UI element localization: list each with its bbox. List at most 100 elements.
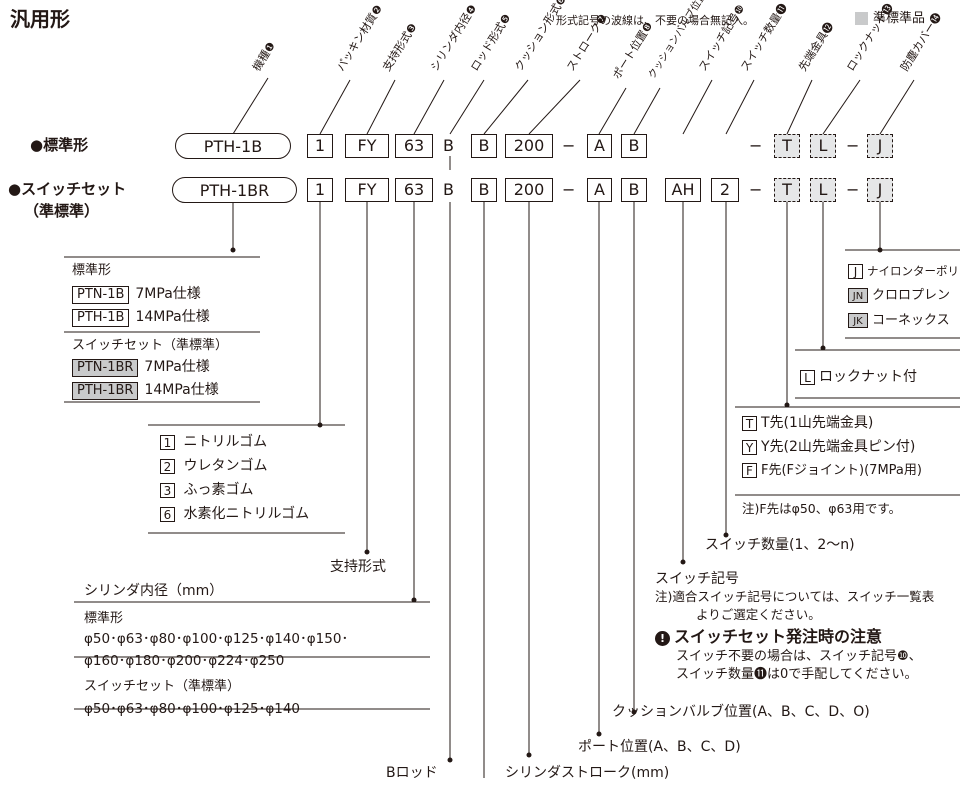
packing-label: ウレタンゴム: [183, 458, 268, 474]
valve-box: B: [621, 178, 647, 202]
header-note: 形式記号の波線は、不要の場合無記入。: [556, 14, 754, 27]
rod-code: B: [443, 180, 454, 199]
packing-item: 3 ふっ素ゴム: [160, 481, 253, 499]
packing-item: 6 水素化ニトリルゴム: [160, 505, 309, 523]
cushion-box: B: [471, 178, 497, 202]
qty-box: 2: [711, 178, 739, 202]
dash: −: [749, 136, 763, 155]
packing-item: 2 ウレタンゴム: [160, 457, 267, 475]
tip-box: T: [774, 134, 800, 158]
model-std-title: 標準形: [72, 263, 112, 278]
packing-label: ふっ素ゴム: [183, 482, 254, 498]
model-item: PTH-1B 14MPa仕様: [72, 308, 210, 327]
qty-label: スイッチ数量(1、2〜n): [705, 537, 855, 553]
legend-swatch: [855, 12, 868, 25]
stroke-box: 200: [505, 178, 553, 202]
tip-label: Y先(2山先端金具ピン付): [761, 439, 916, 455]
switch-note: 注)適合スイッチ記号については、スイッチ一覧表: [655, 589, 935, 604]
cover-label: ナイロンターポリン: [867, 264, 960, 278]
tip-note: 注)F先はφ50、φ63用です。: [742, 501, 902, 516]
cover-item: J ナイロンターポリン: [848, 262, 960, 280]
switch-box: AH: [665, 178, 701, 202]
packing-code: 3: [160, 482, 175, 498]
model-item: PTN-1B 7MPa仕様: [72, 285, 201, 304]
bore-std-line: φ50･φ63･φ80･φ100･φ125･φ140･φ150･: [84, 631, 349, 647]
model-spec: 14MPa仕様: [135, 309, 210, 325]
valve-box: B: [621, 134, 647, 158]
dash: −: [846, 136, 860, 155]
warning-line: スイッチ不要の場合は、スイッチ記号❿、: [676, 649, 922, 664]
bore-std-line: φ160･φ180･φ200･φ224･φ250: [84, 653, 285, 669]
cover-code: J: [848, 264, 863, 279]
packing-label: 水素化ニトリルゴム: [183, 506, 310, 522]
model-item: PTN-1BR 7MPa仕様: [72, 358, 210, 377]
warning-icon: !: [655, 631, 670, 646]
cover-label: コーネックス: [872, 313, 950, 328]
tip-code: T: [742, 415, 757, 431]
tip-code: Y: [742, 439, 757, 455]
stroke-box: 200: [505, 134, 553, 158]
model-box: PTH-1BR: [172, 177, 297, 203]
bore-sw-line: φ50･φ63･φ80･φ100･φ125･φ140: [84, 701, 301, 717]
dash: −: [749, 180, 763, 199]
dash: −: [562, 136, 576, 155]
bore-std-title: 標準形: [84, 611, 124, 626]
model-sw-title: スイッチセット（準標準）: [72, 338, 229, 353]
page-title: 汎用形: [10, 7, 70, 31]
model-spec: 7MPa仕様: [135, 286, 201, 302]
bore-sw-title: スイッチセット（準標準）: [84, 679, 241, 694]
model-code: PTH-1BR: [72, 382, 139, 400]
model-spec: 7MPa仕様: [144, 359, 210, 375]
legend-label: 準標準品: [873, 11, 926, 26]
cover-box: J: [867, 134, 893, 158]
row-switchset-label: ●スイッチセット: [8, 180, 127, 198]
support-box: FY: [345, 134, 389, 158]
packing-box: 1: [307, 134, 333, 158]
support-label: 支持形式: [330, 559, 386, 575]
cover-code: JN: [848, 288, 868, 303]
packing-code: 1: [160, 434, 175, 450]
cushion-box: B: [471, 134, 497, 158]
port-box: A: [587, 134, 612, 158]
support-box: FY: [345, 178, 389, 202]
tip-code: F: [742, 463, 757, 478]
dash: −: [846, 180, 860, 199]
tip-item: F F先(Fジョイント)(7MPa用): [742, 462, 922, 480]
bore-box: 63: [395, 134, 433, 158]
tip-box: T: [774, 178, 800, 202]
locknut-label: ロックナット付: [819, 369, 917, 385]
switch-title: スイッチ記号: [655, 571, 739, 587]
warning-title: !スイッチセット発注時の注意: [655, 628, 882, 646]
rod-code: B: [443, 136, 454, 155]
model-code: PTH-1B: [72, 309, 130, 327]
tip-label: T先(1山先端金具): [761, 415, 874, 431]
row-standard-label: ●標準形: [30, 136, 89, 154]
packing-box: 1: [307, 178, 333, 202]
packing-code: 6: [160, 506, 175, 522]
valve-label: クッションバルブ位置(A、B、C、D、O): [612, 704, 870, 720]
row-switchset-sub: （準標準）: [24, 202, 100, 220]
dash: −: [562, 180, 576, 199]
packing-code: 2: [160, 458, 175, 474]
bore-title: シリンダ内径（mm）: [84, 583, 224, 599]
model-code: PTN-1BR: [72, 359, 139, 377]
stroke-label: シリンダストローク(mm): [505, 765, 670, 781]
cover-box: J: [867, 178, 893, 202]
model-code: PTN-1B: [72, 286, 130, 304]
tip-label: F先(Fジョイント)(7MPa用): [761, 463, 922, 478]
rod-label: Bロッド: [386, 765, 438, 781]
locknut-box: L: [810, 134, 836, 158]
cover-label: クロロプレン: [872, 288, 951, 303]
cover-item: JK コーネックス: [848, 312, 950, 330]
locknut-code: L: [800, 369, 815, 385]
locknut-box: L: [810, 178, 836, 202]
cover-item: JN クロロプレン: [848, 287, 950, 305]
bore-box: 63: [395, 178, 433, 202]
port-label: ポート位置(A、B、C、D): [578, 739, 741, 755]
packing-label: ニトリルゴム: [183, 434, 268, 450]
cover-code: JK: [848, 313, 868, 328]
packing-item: 1 ニトリルゴム: [160, 433, 267, 451]
